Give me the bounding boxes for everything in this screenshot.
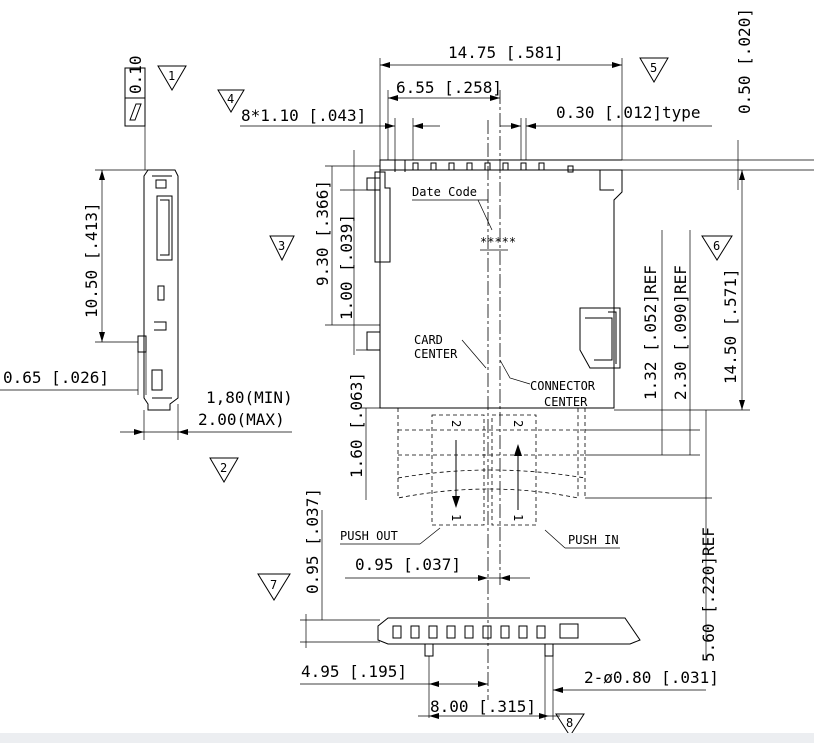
dim-card-offset-930: 9.30 [.366] [313,180,332,286]
svg-text:2: 2 [220,461,227,475]
svg-text:5: 5 [650,61,657,75]
num-2-left: 2 [449,420,463,427]
dim-peg-dia: 2-ø0.80 [.031] [584,668,719,687]
dim-card-shift-160: 1.60 [.063] [347,372,366,478]
dim-side-height: 10.50 [.413] [82,202,101,318]
dim-card-offset-100: 1.00 [.039] [337,214,356,320]
callout-2: 2 [209,457,239,483]
dim-thickness-min: 1,80(MIN) [206,388,293,407]
callout-3: 3 [269,235,295,262]
num-1-left: 1 [449,514,463,521]
flatness-value: 0.10 [126,55,145,94]
callout-7: 7 [257,573,291,601]
connector-center-label-2: CENTER [544,395,588,409]
date-code-mark: ***** [480,235,516,249]
svg-text:4: 4 [227,92,234,106]
callout-6: 6 [701,235,733,261]
dim-ref-132: 1.32 [.052]REF [641,265,660,400]
footer-bar [0,733,814,743]
num-1-right: 1 [511,514,525,521]
card-outline [397,408,586,526]
front-pins [392,623,579,639]
svg-text:8: 8 [566,716,573,730]
push-in-label: PUSH IN [568,533,619,547]
dim-peg-offset: 4.95 [.195] [301,662,407,681]
card-center-label-1: CARD [414,333,443,347]
dim-ref-230: 2.30 [.090]REF [671,265,690,400]
top-pins [412,162,574,173]
front-view: 4.95 [.195] 2-ø0.80 [.031] 8.00 [.315] [300,614,719,720]
dim-side-065: 0.65 [.026] [3,368,109,387]
dim-total-height: 14.50 [.571] [721,268,740,384]
dim-pin-width: 0.30 [.012]type [556,103,701,122]
dim-peg-spacing: 8.00 [.315] [430,697,536,716]
dim-width-655: 6.55 [.258] [396,78,502,97]
dim-ref-560: 5.60 [.220]REF [699,527,718,662]
flatness-box: 0.10 [124,55,146,170]
callout-4: 4 [217,89,245,113]
callout-8: 8 [555,713,585,737]
dim-offset-v-095: 0.95 [.037] [303,488,322,594]
svg-text:1: 1 [168,69,175,83]
dim-thickness-max: 2.00(MAX) [198,410,285,429]
callout-5: 5 [639,57,669,83]
dim-top-gap: 0.50 [.020] [735,8,754,114]
date-code-label: Date Code [412,185,477,199]
svg-text:7: 7 [270,578,277,592]
connector-center-label-1: CONNECTOR [530,379,596,393]
card-center-label-2: CENTER [414,347,458,361]
dim-pin-pitch: 8*1.10 [.043] [241,106,366,125]
callout-1: 1 [157,65,187,91]
num-2-right: 2 [511,420,525,427]
svg-text:6: 6 [713,239,720,253]
svg-text:3: 3 [278,239,285,253]
dim-overall-width: 14.75 [.581] [448,43,564,62]
dim-offset-h-095: 0.95 [.037] [355,555,461,574]
push-out-label: PUSH OUT [340,529,398,543]
side-view: 0.10 10.50 [.413] 0.65 [.026] 1,80(MIN) … [0,55,293,440]
top-view: 2 1 2 1 14.75 [.581] 6.55 [.258] 8*1.10 … [240,8,814,700]
